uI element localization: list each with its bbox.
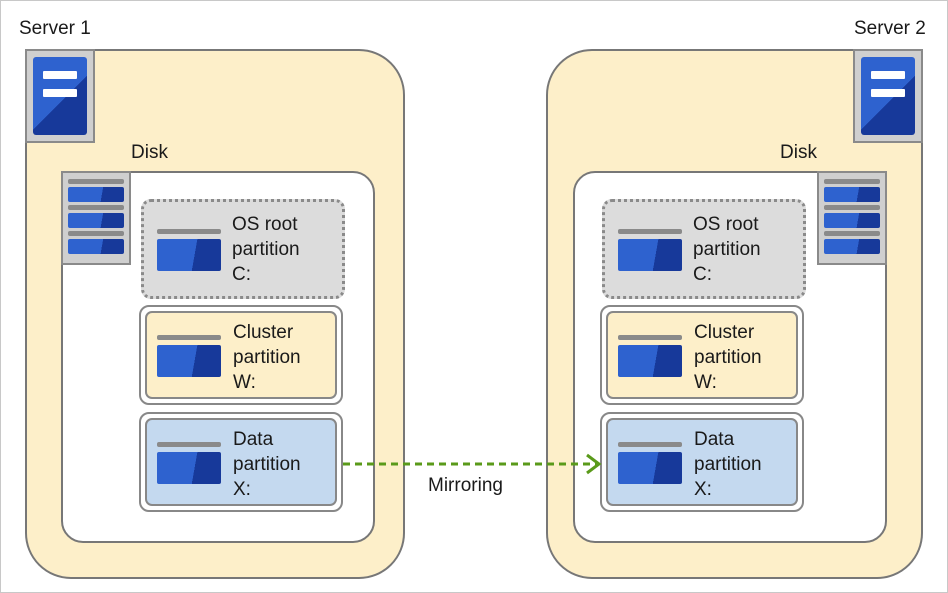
partition-name: Data	[694, 429, 735, 450]
partition-name: OS root	[232, 214, 298, 235]
server-2-label: Server 2	[854, 18, 926, 39]
server-2-data-partition: Data partition X:	[600, 412, 804, 512]
partition-name: Data	[233, 429, 274, 450]
server-1-data-partition: Data partition X:	[139, 412, 343, 512]
volume-icon	[618, 335, 682, 377]
server-1-disk-label: Disk	[131, 142, 168, 163]
server-1-label: Server 1	[19, 18, 91, 39]
mirroring-label: Mirroring	[428, 475, 503, 496]
partition-name: OS root	[693, 214, 759, 235]
partition-type: partition	[694, 347, 762, 368]
partition-drive: W:	[233, 372, 256, 393]
partition-type: partition	[694, 454, 762, 475]
partition-drive: W:	[694, 372, 717, 393]
partition-type: partition	[693, 239, 761, 260]
mirroring-arrowhead-icon	[586, 453, 602, 475]
server-2-cluster-partition: Cluster partition W:	[600, 305, 804, 405]
partition-name: Cluster	[233, 322, 294, 343]
server-2-server-icon	[853, 49, 923, 143]
partition-drive: C:	[232, 264, 251, 285]
server-2-disk-icon	[817, 171, 887, 265]
server-1-disk-icon	[61, 171, 131, 265]
partition-type: partition	[232, 239, 300, 260]
volume-icon	[157, 442, 221, 484]
volume-icon	[157, 229, 221, 271]
server-2-disk-label: Disk	[780, 142, 817, 163]
partition-type: partition	[233, 347, 301, 368]
partition-drive: X:	[694, 479, 712, 500]
server-2-os-partition: OS root partition C:	[602, 199, 806, 299]
volume-icon	[618, 229, 682, 271]
partition-name: Cluster	[694, 322, 755, 343]
volume-icon	[157, 335, 221, 377]
server-1-server-icon	[25, 49, 95, 143]
server-1-cluster-partition: Cluster partition W:	[139, 305, 343, 405]
partition-drive: X:	[233, 479, 251, 500]
server-1-os-partition: OS root partition C:	[141, 199, 345, 299]
partition-type: partition	[233, 454, 301, 475]
volume-icon	[618, 442, 682, 484]
partition-drive: C:	[693, 264, 712, 285]
